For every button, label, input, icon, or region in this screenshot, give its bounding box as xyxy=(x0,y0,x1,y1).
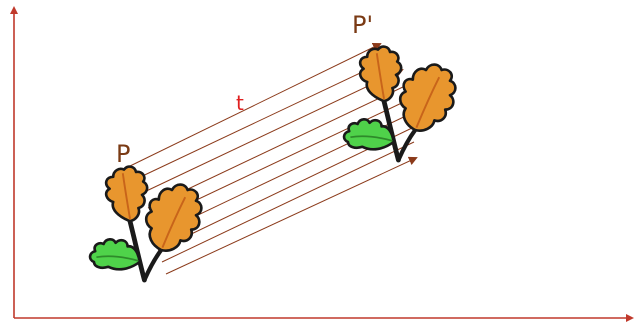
vector-label-t: t xyxy=(236,91,244,115)
translation-line xyxy=(161,141,415,263)
oak-leaf-branch-icon xyxy=(344,47,455,160)
point-label-p-prime: P' xyxy=(352,11,373,39)
translation-line xyxy=(139,68,404,195)
translation-line xyxy=(147,85,406,209)
oak-leaf-branch-icon xyxy=(90,167,201,280)
translation-line xyxy=(133,57,393,181)
translation-line xyxy=(165,156,418,275)
translation-line xyxy=(127,43,382,168)
point-label-p: P xyxy=(116,140,130,168)
